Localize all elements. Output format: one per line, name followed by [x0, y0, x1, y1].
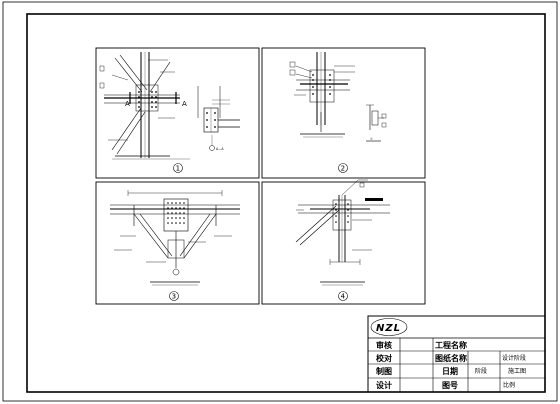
tb-construction-drawing: 施工图 — [508, 367, 526, 375]
tb-field-drawing-name: 图纸名称 — [435, 353, 467, 363]
section-label-right: A — [182, 100, 187, 108]
panel-1-border — [95, 47, 260, 179]
tb-label-draft: 制图 — [376, 366, 392, 376]
tb-field-date: 日期 — [442, 366, 458, 376]
tb-scale: 比例 — [503, 381, 515, 389]
tb-field-drawing-no: 图号 — [442, 381, 458, 390]
panel-4-border — [261, 181, 426, 305]
logo-text: NZL — [376, 323, 401, 334]
panel-2-border — [261, 47, 426, 179]
panel-number-2: 2 — [341, 165, 345, 173]
panel-1: A A A—A 1 — [95, 47, 260, 179]
panel-number-3: 3 — [172, 293, 176, 301]
panel-2: ① 2 — [261, 47, 426, 179]
panel-4: 4 — [261, 179, 426, 305]
tb-label-review: 审核 — [376, 340, 392, 350]
tb-stage: 阶段 — [475, 367, 487, 375]
tb-field-project-name: 工程名称 — [435, 340, 467, 350]
logo-emblem — [370, 318, 408, 336]
tb-design-stage: 设计阶段 — [502, 354, 526, 362]
inner-frame — [26, 13, 546, 393]
panel-number-4: 4 — [341, 293, 346, 301]
panel-number-1: 1 — [176, 165, 180, 173]
title-block: NZL 审核 工程名称 校对 图纸名称 设计阶段 制图 日期 阶段 施工图 设计… — [367, 315, 546, 393]
section-mark: A—A — [216, 147, 224, 151]
tb-label-check: 校对 — [376, 353, 392, 363]
tb-label-design: 设计 — [376, 380, 392, 390]
section-label-left: A — [125, 100, 130, 108]
panel-3-border — [95, 181, 260, 305]
detail-mark: ① — [370, 137, 373, 141]
panel-3: 3 — [95, 181, 260, 305]
